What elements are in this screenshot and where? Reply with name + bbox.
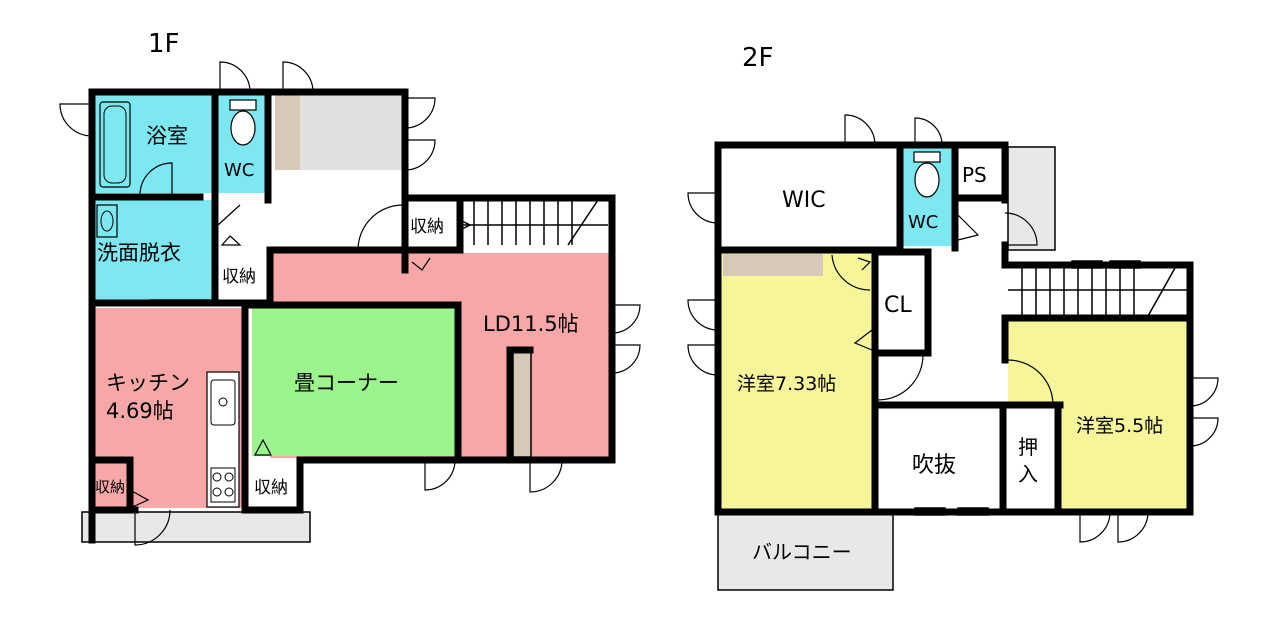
floor-label-1f: 1F [148,29,180,59]
walls-1f [88,88,616,544]
front-porch [81,511,311,543]
room-label-western-a: 洋室7.33帖 [737,373,836,395]
room-label-wc-1f: WC [224,160,254,181]
room-label-western-b: 洋室5.5帖 [1076,415,1163,437]
room-label-storage-d: 収納 [254,478,288,498]
tatami-area [252,308,457,456]
western-room-b [1058,320,1188,512]
room-label-washroom: 洗面脱衣 [97,241,181,265]
room-label-closet-2: 入 [1018,462,1038,486]
side-balcony-area [1007,146,1056,251]
room-label-storage-b: 収納 [222,267,256,287]
bathroom-area [95,95,215,193]
room-label-storage-a: 収納 [410,217,444,237]
ld-counter [512,351,532,458]
entrance-step [275,95,300,170]
stove [210,467,236,503]
room-label-wic: WIC [782,188,826,213]
burner-4 [224,487,234,497]
closet-shelf [723,254,823,276]
stairs-2f [1008,267,1188,317]
room-label-storage-c: 収納 [95,478,125,496]
balcony-area [717,511,894,591]
sink-drain [218,397,228,407]
washbasin [96,204,118,238]
room-label-balcony: バルコニー [752,540,852,564]
room-label-void: 吹抜 [912,453,956,478]
room-label-kitchen-2: 4.69帖 [106,399,174,423]
second-floor: 2F WIC WC PS CL 洋室7.33帖 吹抜 押 入 洋室5.5帖 バル… [687,43,1219,591]
doors-2f [687,114,1219,543]
washroom-area [95,200,215,300]
western-room-a [720,252,875,510]
toilet-bowl-2f [914,162,940,198]
walls-2f [714,141,1194,516]
burner-2 [224,472,234,482]
room-label-ps: PS [962,163,987,187]
stairs-1f [458,199,608,250]
bathtub-inner [103,105,127,184]
toilet-tank-1f [229,99,257,111]
room-label-bath: 浴室 [146,124,188,148]
room-label-ld: LD11.5帖 [483,312,579,336]
sink-basin [210,379,236,426]
burner-3 [212,487,222,497]
bathtub [99,101,131,188]
western-room-b-top [1008,320,1060,405]
room-label-closet-1: 押 [1018,435,1038,459]
room-label-wc-2f: WC [908,212,938,233]
first-floor: 1F 浴室 WC 洗面脱衣 収納 収納 キッチン 4.69帖 畳コーナー LD1… [59,29,641,546]
room-label-cl: CL [884,293,912,318]
burner-1 [212,472,222,482]
room-label-kitchen-1: キッチン [106,371,190,395]
floor-label-2f: 2F [742,43,774,73]
washbasin-bowl [100,210,114,232]
toilet-bowl-1f [230,110,256,146]
room-label-tatami: 畳コーナー [294,371,399,395]
doors-1f [59,61,641,546]
toilet-tank-2f [913,151,941,163]
